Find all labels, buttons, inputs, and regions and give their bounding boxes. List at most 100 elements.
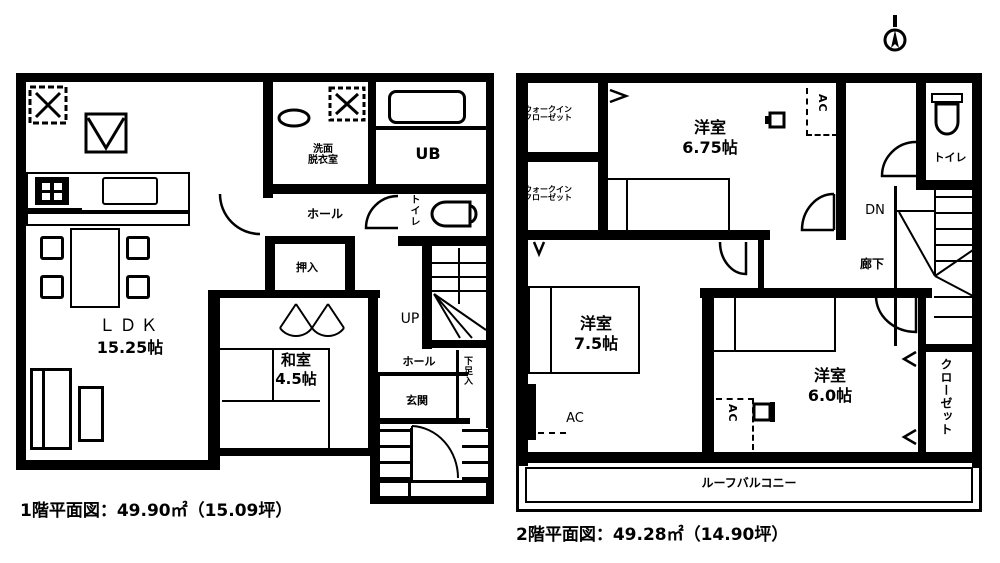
closet-door-icon xyxy=(532,241,546,258)
f1-wall-toilet-bottom xyxy=(398,236,490,246)
f1-wall-wet-left xyxy=(263,73,273,198)
f2-wall-closet-top xyxy=(920,344,978,352)
floor1-plan: ＬＤＫ 15.25帖 AC 洗面 脱衣室 UB ホール トイレ 押入 和室 4.… xyxy=(16,73,494,521)
bedroom1-ac-label: AC xyxy=(806,88,838,136)
roof-balcony-label: ルーフバルコニー xyxy=(701,476,797,490)
bedroom1-name: 洋室 xyxy=(693,118,726,137)
f1-wall-oshiire-top xyxy=(265,236,355,244)
f2-wall-left xyxy=(516,73,528,466)
wash-basin-icon xyxy=(277,108,311,128)
stairs-up-label: UP xyxy=(400,311,420,327)
hall-upper-label: ホール xyxy=(306,207,343,221)
f1-wall-porch-mid xyxy=(370,480,494,483)
f1-wall-washitsu-bottom xyxy=(218,448,378,456)
f1-wall-porch-div xyxy=(408,483,411,499)
sink-icon xyxy=(102,177,158,205)
f1-wall-stair-left xyxy=(422,244,432,349)
f1-wall-hall-bottom xyxy=(378,372,468,376)
bedroom2-name: 洋室 xyxy=(579,314,612,333)
ldk-label: ＬＤＫ xyxy=(98,316,162,336)
entrance-label: 玄関 xyxy=(406,394,428,407)
bedroom3-ac-area: AC xyxy=(716,398,754,450)
door-swing-icon xyxy=(718,241,748,276)
bedroom3-size: 6.0帖 xyxy=(807,386,853,405)
ac-pipe xyxy=(526,384,536,440)
f1-wall-stair-bottom xyxy=(422,340,490,348)
bath-divider xyxy=(376,126,488,130)
washing-machine-icon xyxy=(328,86,366,122)
tatami-line xyxy=(220,348,328,350)
walkin-closet-1: ウォークイン クローゼット xyxy=(524,105,572,123)
f2-wall-door-post xyxy=(758,240,764,288)
f1-wall-top xyxy=(18,73,493,82)
sofa xyxy=(30,368,72,450)
f1-wall-ldk-right xyxy=(208,290,220,470)
closet-door-icon xyxy=(609,88,630,104)
toilet-icon xyxy=(931,93,963,136)
f1-wall-bottom-ldk xyxy=(16,460,220,470)
toilet-label-f1: トイレ xyxy=(408,194,419,227)
toilet-icon xyxy=(430,200,478,228)
f1-wall-wash-bottom xyxy=(263,184,488,194)
f1-wall-left xyxy=(16,73,26,470)
double-door-icon xyxy=(279,303,345,337)
f2-wall-right xyxy=(972,73,982,468)
stairs-down xyxy=(894,186,974,346)
f1-wall-oshiire-left xyxy=(265,236,275,296)
ac-unit-line xyxy=(538,432,566,434)
f2-wall-bottom xyxy=(516,452,982,462)
closet-label: クローゼット xyxy=(939,358,953,436)
floor1-caption: 1階平面図：49.90㎡（15.09坪） xyxy=(20,501,293,521)
door-swing-icon xyxy=(800,192,836,232)
f2-wall-bed1-bottom xyxy=(522,230,770,240)
tatami-line xyxy=(222,400,320,402)
floor2-caption: 2階平面図：49.28㎡（14.90坪） xyxy=(516,525,789,545)
f2-wall-wic-div xyxy=(522,152,604,162)
bed xyxy=(528,286,640,374)
f2-wall-bed3-left xyxy=(702,288,714,458)
f2-wall-toilet-bottom xyxy=(916,180,978,190)
stairs-down-label: DN xyxy=(865,203,885,218)
dining-chair xyxy=(40,236,64,260)
f1-wall-porch-bottom xyxy=(370,496,494,504)
toilet-label-f2: トイレ xyxy=(933,151,967,164)
dining-table xyxy=(70,228,120,308)
oshiire-label: 押入 xyxy=(296,261,318,274)
stairs-up xyxy=(432,248,487,340)
roof-balcony: ルーフバルコニー xyxy=(516,460,982,512)
washroom-label: 洗面 脱衣室 xyxy=(308,144,338,166)
bedroom3-name: 洋室 xyxy=(813,366,846,385)
f1-wall-genkan-left xyxy=(370,372,380,504)
closet-door-icon xyxy=(901,350,917,368)
ventilation-fan-icon xyxy=(28,85,68,125)
kitchen-bar xyxy=(26,212,190,226)
f2-wall-top xyxy=(516,73,981,83)
ldk-size: 15.25帖 xyxy=(96,338,164,357)
door-swing-icon xyxy=(364,194,399,230)
dining-chair xyxy=(126,236,150,260)
corridor-label: 廊下 xyxy=(859,257,884,271)
f1-wall-shoe-left xyxy=(456,350,459,422)
porch-grid xyxy=(462,428,488,480)
f1-wall-wash-right xyxy=(368,73,376,191)
f2-wall-toilet-left xyxy=(916,80,926,190)
f2-wall-bed3-right xyxy=(918,288,926,456)
north-arrow-icon xyxy=(883,15,907,52)
bed xyxy=(606,178,730,232)
bedroom1-size: 6.75帖 xyxy=(682,138,738,157)
washitsu-size: 4.5帖 xyxy=(275,370,317,388)
washitsu-name: 和室 xyxy=(280,351,311,369)
porch-grid xyxy=(380,428,413,480)
hall-lower-label: ホール xyxy=(402,355,436,368)
f1-wall-genkan-bottom xyxy=(370,418,470,424)
stove-icon xyxy=(35,177,69,205)
closet-door-icon xyxy=(901,428,917,446)
door-swing-icon xyxy=(874,295,918,334)
refrigerator-icon xyxy=(84,112,128,154)
bathtub xyxy=(388,90,466,124)
bed xyxy=(712,296,836,352)
ac-unit-line xyxy=(26,462,70,465)
dining-chair xyxy=(126,275,150,299)
air-conditioner-icon xyxy=(752,402,775,422)
